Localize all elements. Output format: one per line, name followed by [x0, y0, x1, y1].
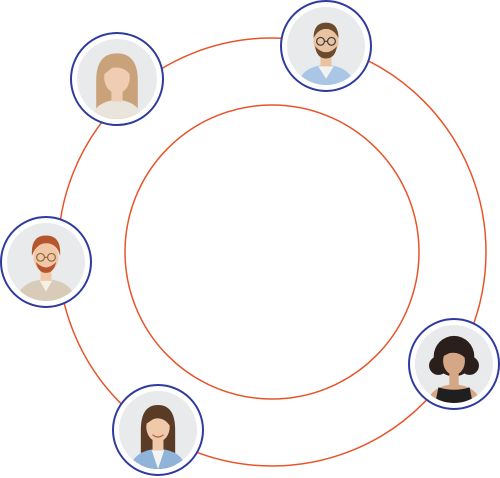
team-member-avatar-5[interactable] [112, 384, 204, 476]
woman-denim-shirt-portrait-icon [119, 391, 197, 469]
team-member-avatar-4[interactable] [408, 318, 500, 410]
man-glasses-beard-portrait-icon [287, 7, 365, 85]
inner-orbit-ring [124, 104, 420, 400]
woman-curly-hair-portrait-icon [415, 325, 493, 403]
team-member-avatar-3[interactable] [0, 216, 92, 308]
team-member-avatar-1[interactable] [70, 32, 164, 126]
man-red-hair-glasses-portrait-icon [7, 223, 85, 301]
woman-blonde-portrait-icon [77, 39, 157, 119]
team-member-avatar-2[interactable] [280, 0, 372, 92]
